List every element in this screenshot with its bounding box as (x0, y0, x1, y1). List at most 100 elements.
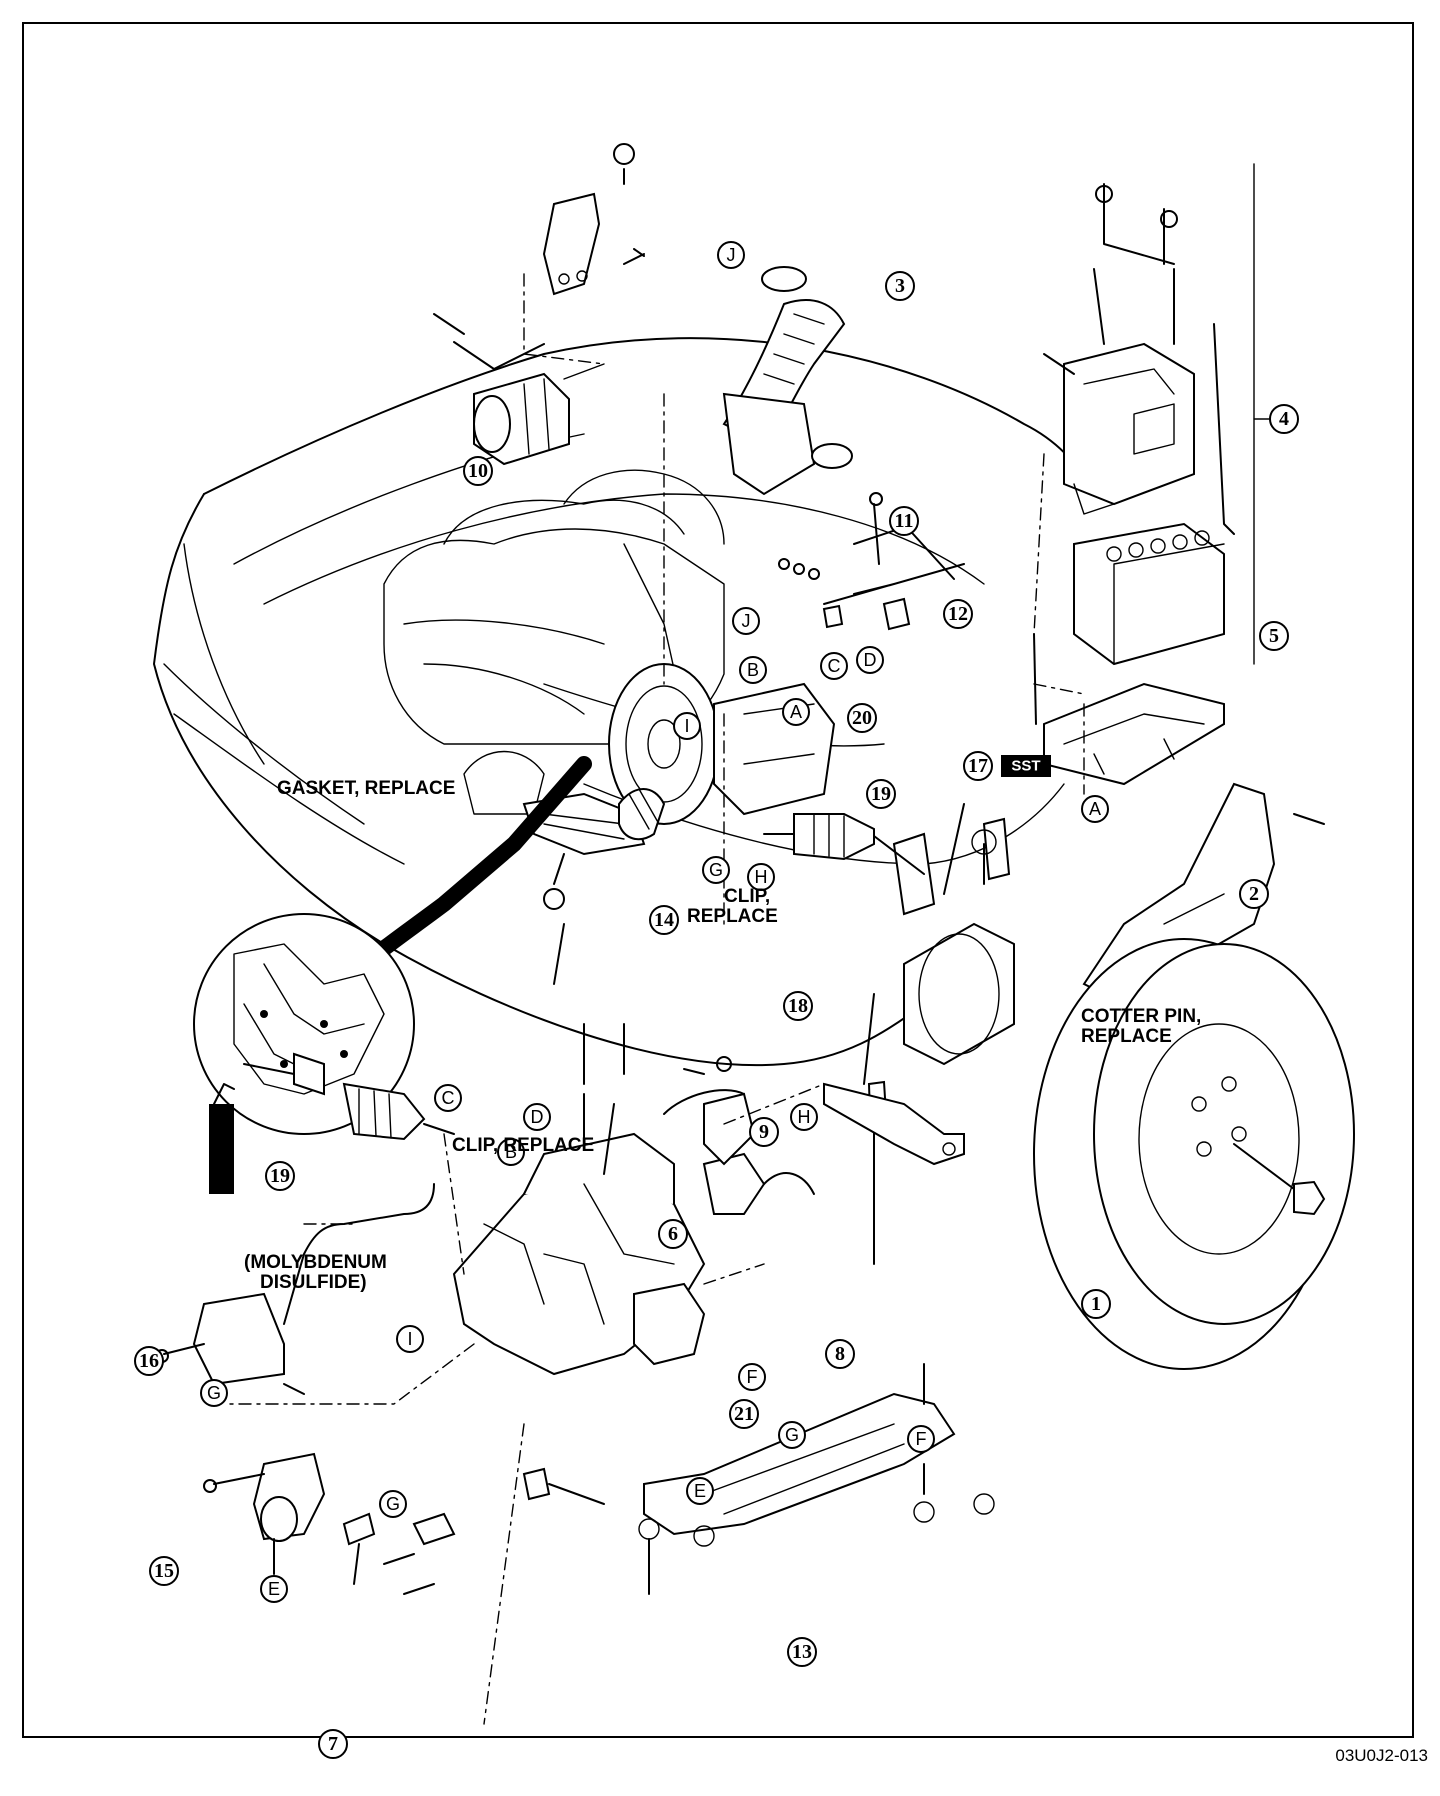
svg-text:8: 8 (835, 1343, 845, 1365)
transaxle (452, 1023, 815, 1376)
callout-16: 16 (134, 1346, 164, 1376)
shift-linkage-bracket (663, 1056, 756, 1166)
callout-18: 18 (783, 991, 813, 1021)
svg-text:5: 5 (1269, 625, 1279, 647)
battery-cover (1043, 183, 1235, 535)
svg-text:9: 9 (759, 1121, 769, 1143)
ref-F-upper: F (907, 1425, 935, 1453)
svg-text:G: G (386, 1494, 400, 1514)
svg-text:A: A (1089, 799, 1101, 819)
note-gasket-replace: GASKET, REPLACE (277, 778, 455, 799)
svg-text:18: 18 (788, 995, 808, 1017)
ref-H-lower: H (790, 1103, 818, 1131)
ref-A-upper: A (782, 698, 810, 726)
svg-text:C: C (442, 1088, 455, 1108)
lower-control-arm (823, 829, 997, 1166)
svg-text:E: E (694, 1481, 706, 1501)
figure-id: 03U0J2-013 (1335, 1746, 1428, 1765)
callout-15: 15 (149, 1556, 179, 1586)
svg-text:I: I (407, 1329, 412, 1349)
svg-text:G: G (709, 860, 723, 880)
callout-8: 8 (825, 1339, 855, 1369)
ref-B-upper: B (739, 656, 767, 684)
note-clip-line1: CLIP, (724, 886, 770, 907)
note-clip-replace: CLIP, REPLACE (452, 1135, 594, 1156)
driveshaft-lower (243, 1052, 455, 1141)
svg-text:4: 4 (1279, 408, 1289, 430)
note-moly-line2: DISULFIDE) (260, 1272, 367, 1293)
svg-text:19: 19 (270, 1165, 290, 1187)
ref-D-upper: D (856, 646, 884, 674)
svg-text:B: B (505, 1142, 517, 1162)
callout-3: 3 (885, 271, 915, 301)
speed-sensor (342, 1512, 456, 1595)
ref-G-upper: G (702, 856, 730, 884)
ref-C-lower: C (434, 1084, 462, 1112)
note-clip-line2: REPLACE (687, 906, 778, 927)
callout-6: 6 (658, 1219, 688, 1249)
callout-9: 9 (749, 1117, 779, 1147)
svg-text:I: I (684, 716, 689, 736)
starter-bracket (542, 143, 645, 296)
svg-text:3: 3 (895, 275, 905, 297)
callout-19-lower: 19 (265, 1161, 295, 1191)
svg-text:16: 16 (139, 1350, 159, 1372)
svg-text:14: 14 (654, 909, 674, 931)
svg-text:15: 15 (154, 1560, 174, 1582)
svg-text:17: 17 (968, 755, 988, 777)
leader-lines (223, 163, 1270, 1725)
callout-7: 7 (318, 1729, 348, 1759)
engine-mount (203, 1452, 326, 1575)
callout-10: 10 (463, 456, 493, 486)
lower-bolt (522, 1467, 605, 1505)
callout-21: 21 (729, 1399, 759, 1429)
svg-text:10: 10 (468, 460, 488, 482)
svg-text:H: H (755, 867, 768, 887)
svg-text:G: G (785, 1425, 799, 1445)
battery-tray (1033, 633, 1225, 786)
svg-text:J: J (727, 245, 736, 265)
ref-G-lower: G (379, 1490, 407, 1518)
ref-I-upper: I (673, 712, 701, 740)
callout-4: 4 (1269, 404, 1299, 434)
driveshaft-upper (763, 813, 925, 875)
ref-F-lower: F (738, 1363, 766, 1391)
battery (1073, 522, 1225, 666)
svg-text:D: D (864, 650, 877, 670)
cable-clamps (778, 492, 965, 631)
ref-C-upper: C (820, 652, 848, 680)
callout-14: 14 (649, 905, 679, 935)
callout-12: 12 (943, 599, 973, 629)
note-moly-line1: (MOLYBDENUM (244, 1252, 387, 1273)
svg-text:2: 2 (1249, 883, 1259, 905)
callout-1: 1 (1081, 1289, 1111, 1319)
callout-2: 2 (1239, 879, 1269, 909)
ref-D-lower: D (523, 1103, 551, 1131)
ref-G-left: G (200, 1379, 228, 1407)
svg-text:6: 6 (668, 1223, 678, 1245)
ref-I-lower: I (396, 1325, 424, 1353)
svg-text:A: A (790, 702, 802, 722)
callout-20: 20 (847, 703, 877, 733)
note-cotter-line2: REPLACE (1081, 1026, 1172, 1047)
callout-17: 17 (963, 751, 993, 781)
svg-text:20: 20 (852, 707, 872, 729)
svg-text:J: J (742, 611, 751, 631)
callout-11: 11 (889, 506, 919, 536)
ref-E-upper: E (686, 1477, 714, 1505)
exploded-view-diagram: 1 2 3 4 5 6 7 8 9 10 11 12 13 14 15 16 1… (134, 143, 1355, 1759)
svg-text:12: 12 (948, 603, 968, 625)
svg-text:G: G (207, 1383, 221, 1403)
svg-text:E: E (268, 1579, 280, 1599)
crossmember (638, 1363, 995, 1595)
ref-J-lower: J (732, 607, 760, 635)
steering-knuckle (863, 803, 1015, 1265)
sst-tag: SST (1001, 755, 1051, 777)
ref-A-lower: A (1081, 795, 1109, 823)
air-intake-hose (722, 266, 853, 496)
svg-text:F: F (916, 1429, 927, 1449)
callout-13: 13 (787, 1637, 817, 1667)
note-cotter-line1: COTTER PIN, (1081, 1006, 1201, 1027)
svg-text:C: C (828, 656, 841, 676)
ref-B-lower: B (497, 1138, 525, 1166)
